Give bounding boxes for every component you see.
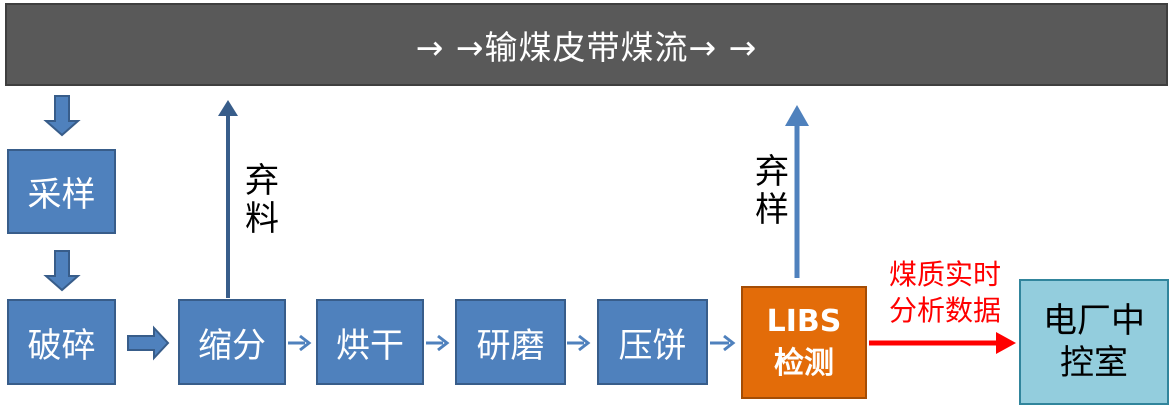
step-grinding-label: 研磨 [476, 325, 545, 366]
discard-sample-char2: 样 [755, 190, 789, 230]
step-sampling: 采样 [7, 149, 116, 234]
discard-material-label: 弃 料 [242, 162, 282, 238]
discard-sample-char1: 弃 [755, 152, 789, 192]
arrow-grinding-to-pressing [567, 334, 591, 352]
coal-belt-label: → →输煤皮带煤流→ → [415, 27, 758, 67]
step-reduction-label: 缩分 [198, 325, 266, 366]
step-crushing: 破碎 [7, 299, 116, 385]
discard-material-char1: 弃 [245, 161, 279, 201]
arrow-reduction-to-drying [288, 334, 312, 352]
discard-material-char2: 料 [245, 199, 279, 239]
realtime-data-label: 煤质实时 分析数据 [872, 257, 1018, 329]
arrow-crushing-to-reduction [127, 325, 170, 361]
coal-belt-banner: → →输煤皮带煤流→ → [5, 3, 1168, 86]
arrow-discard-material-head [218, 100, 238, 116]
arrow-drying-to-grinding [426, 334, 450, 352]
arrow-discard-sample-head [785, 105, 809, 126]
libs-line1: LIBS [766, 303, 842, 339]
realtime-data-line2: 分析数据 [888, 294, 1001, 327]
discard-sample-label: 弃 样 [752, 153, 792, 229]
step-crushing-label: 破碎 [27, 325, 96, 366]
control-room-box: 电厂中 控室 [1019, 279, 1169, 405]
arrow-sampling-to-crushing [43, 250, 81, 292]
step-sampling-label: 采样 [27, 175, 96, 215]
step-drying-label: 烘干 [336, 325, 404, 366]
control-room-line2: 控室 [1060, 343, 1128, 383]
arrow-data-to-control-room-head [996, 332, 1016, 354]
control-room-line1: 电厂中 [1043, 301, 1145, 341]
step-drying: 烘干 [316, 299, 424, 385]
step-pressing: 压饼 [597, 299, 708, 385]
arrow-belt-to-sampling [43, 95, 81, 137]
step-libs-detection: LIBS 检测 [741, 286, 867, 399]
step-reduction: 缩分 [178, 299, 286, 385]
step-pressing-label: 压饼 [618, 325, 687, 366]
realtime-data-line1: 煤质实时 [888, 258, 1001, 291]
libs-line2: 检测 [774, 345, 834, 381]
arrow-pressing-to-libs [710, 334, 736, 352]
step-grinding: 研磨 [455, 299, 566, 385]
